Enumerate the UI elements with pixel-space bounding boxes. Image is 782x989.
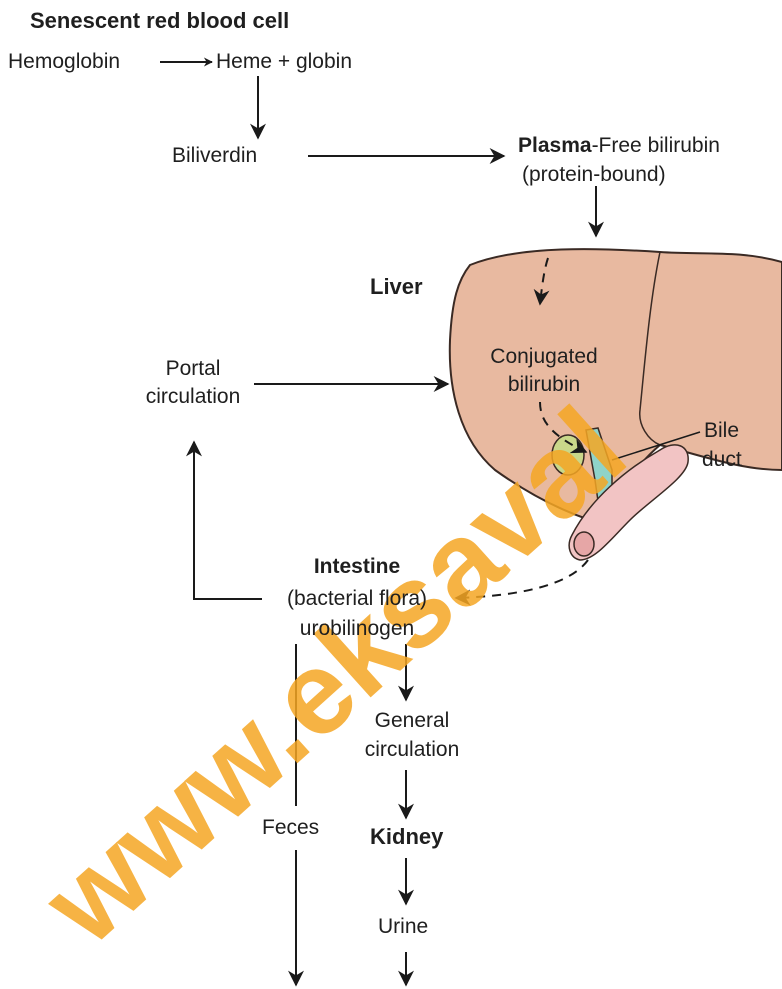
bile-label-line2: duct xyxy=(702,447,742,473)
hemoglobin-label: Hemoglobin xyxy=(8,49,120,75)
protein-bound-label: (protein-bound) xyxy=(522,162,666,188)
plasma-label: Plasma-Free bilirubin xyxy=(518,133,720,159)
bacterial-flora-label: (bacterial flora) xyxy=(262,586,452,612)
urine-label: Urine xyxy=(378,914,428,940)
plasma-rest-text: -Free bilirubin xyxy=(592,134,720,157)
plasma-bold-text: Plasma xyxy=(518,134,592,157)
watermark: www.eksaval xyxy=(18,383,650,970)
urobilinogen-label: urobilinogen xyxy=(262,616,452,642)
portal-label-line2: circulation xyxy=(128,384,258,410)
liver-label: Liver xyxy=(370,274,423,300)
diagram-title: Senescent red blood cell xyxy=(30,8,289,34)
biliverdin-label: Biliverdin xyxy=(172,143,257,169)
general-label-line2: circulation xyxy=(350,737,474,763)
portal-label-line1: Portal xyxy=(128,356,258,382)
arrow-intestine-to-portal xyxy=(194,442,262,599)
heme-globin-label: Heme + globin xyxy=(216,49,352,75)
feces-label: Feces xyxy=(262,815,319,841)
general-label-line1: General xyxy=(350,708,474,734)
conjugated-label-line2: bilirubin xyxy=(484,372,604,398)
bile-label-line1: Bile xyxy=(704,418,739,444)
kidney-label: Kidney xyxy=(370,824,443,850)
conjugated-label-line1: Conjugated xyxy=(484,344,604,370)
intestine-label: Intestine xyxy=(262,554,452,580)
